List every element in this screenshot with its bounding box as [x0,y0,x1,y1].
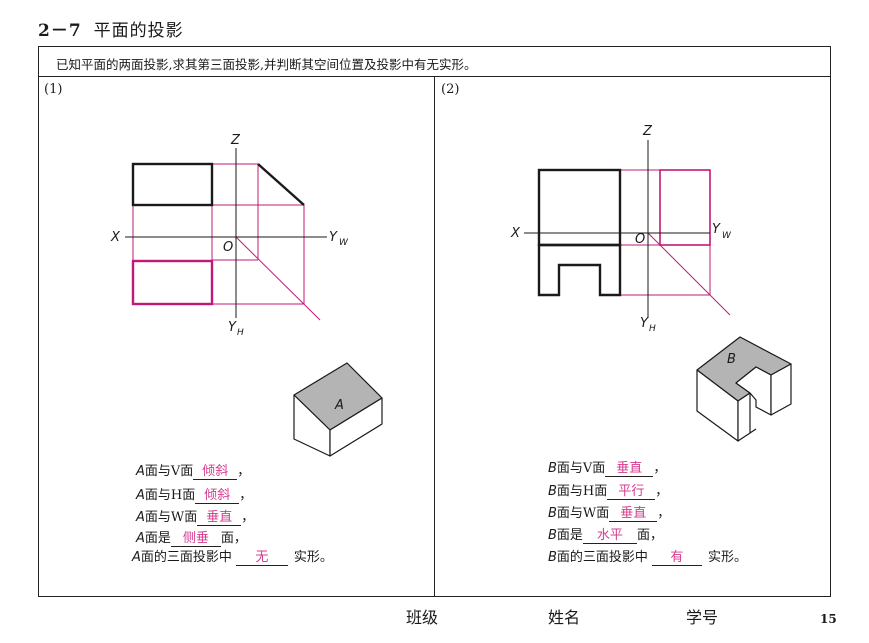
answer-row-left-4: A面是侧垂面， [136,531,247,547]
answer-row-right-3: B面与W面垂直， [548,506,671,522]
axis-label-yh: Y [640,316,649,331]
answer-blank[interactable]: 无 [235,551,288,566]
origin-label: O [635,232,645,247]
answer-blank[interactable]: 垂直 [605,462,654,477]
answer-blank[interactable]: 垂直 [609,507,658,522]
answer-blank[interactable]: 垂直 [197,511,242,526]
section-title: 平面的投影 [93,21,184,41]
answer-blank[interactable]: 有 [651,551,702,566]
v-projection-b [537,168,622,247]
answer-row-right-2: B面与H面平行， [548,484,669,500]
solid-b-right-face [770,363,792,416]
construction-line-45 [647,232,731,316]
w-projection-a [257,163,305,206]
axis-label-z: Z [230,133,241,148]
solid-b [696,336,792,442]
class-label: 班级 [406,608,439,627]
section-number: 2－7 [38,21,82,41]
solid-a-right-face [329,397,383,457]
answer-blank[interactable]: 平行 [607,485,656,500]
left-projection: Z X O Y W Y H A [110,133,383,457]
solid-b-edge [749,428,757,434]
answer-blank[interactable]: 倾斜 [193,465,238,480]
answer-row-right-1: B面与V面垂直， [548,461,667,477]
solid-a [293,362,383,457]
page-number: 15 [820,612,837,626]
axis-label-x: X [510,226,521,241]
answer-row-left-2: A面与H面倾斜， [136,488,253,504]
answer-blank[interactable]: 侧垂 [170,532,221,547]
axis-label-z: Z [642,124,653,139]
axis-label-yh-sub: H [237,328,244,338]
axis-label-x: X [110,230,121,245]
solid-b-front-face [737,392,751,442]
axis-label-yh-sub: H [649,324,656,334]
axis-label-yw-sub: W [339,238,349,248]
answer-row-left-5: A面的三面投影中无实形。 [132,550,333,566]
axis-label-yw: Y [329,230,338,245]
panel-right-label: (2) [441,82,460,97]
axis-label-yw-sub: W [722,231,732,241]
h-projection-b [537,243,622,297]
answer-blank[interactable]: 倾斜 [195,489,240,504]
page-title: 2－7 平面的投影 [38,16,184,41]
answer-row-left-3: A面与W面垂直， [136,510,255,526]
name-label: 姓名 [548,608,581,627]
answer-row-right-4: B面是水平面， [548,528,663,544]
answer-row-left-1: A面与V面倾斜， [136,464,251,480]
origin-label: O [223,240,233,255]
axis-label-yh: Y [228,320,237,335]
axis-label-yw: Y [712,222,721,237]
right-axes [524,140,710,318]
panel-divider [434,76,435,597]
left-axes [125,148,327,318]
face-b-label: B [727,352,736,367]
instruction-text: 已知平面的两面投影,求其第三面投影,并判断其空间位置及投影中有无实形。 [56,57,477,72]
answer-blank[interactable]: 水平 [582,529,637,544]
right-projection: Z X O Y W Y H B [510,124,792,442]
answer-row-right-5: B面的三面投影中有实形。 [548,550,747,566]
panel-left-label: (1) [44,82,63,97]
construction-line-45 [235,236,321,321]
v-projection-a [131,162,214,207]
left-construction-lines [132,163,321,321]
h-projection-a [131,259,214,306]
student-id-label: 学号 [686,608,719,627]
w-projection-b [659,169,711,246]
face-a-label: A [334,398,344,413]
